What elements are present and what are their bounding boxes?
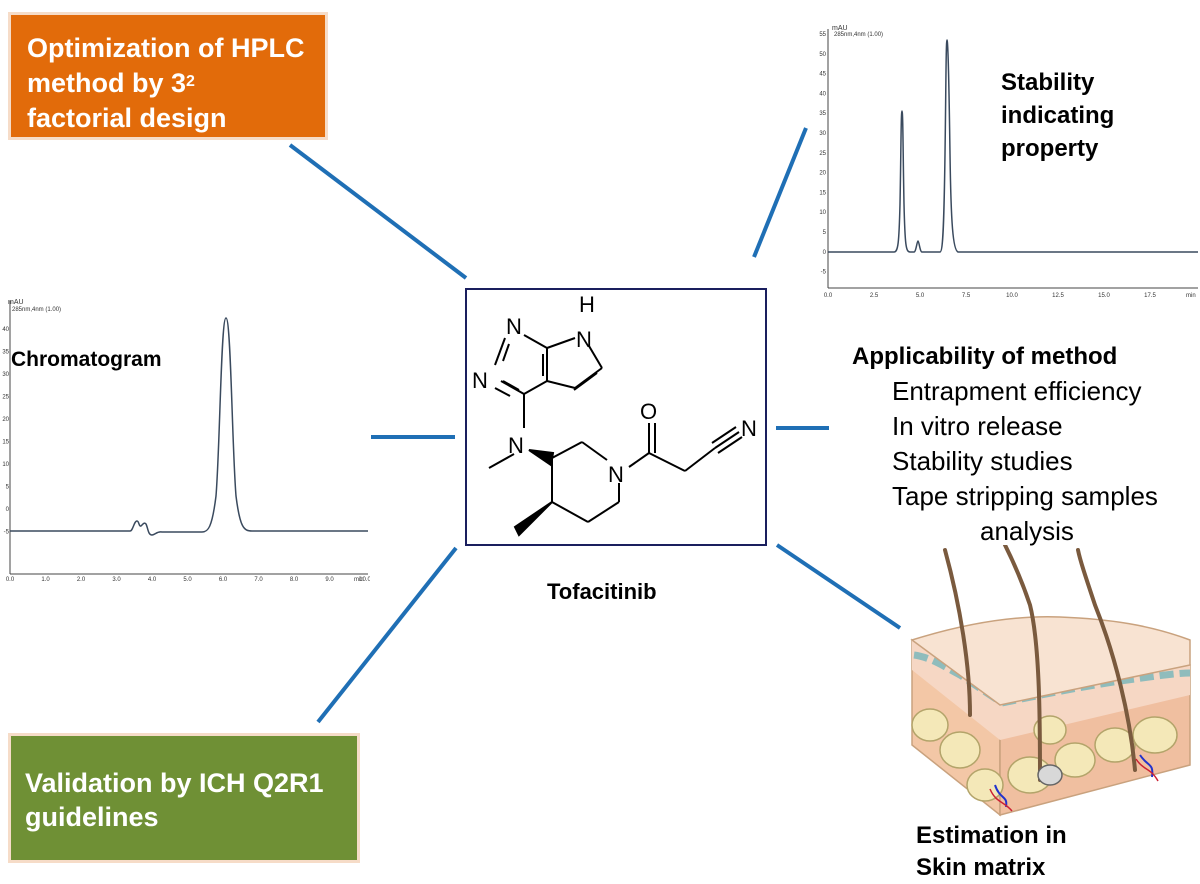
tick-label: 3.0 <box>112 577 121 583</box>
chromatogram-right-x-ticks: 0.0 2.5 5.0 7.5 10.0 12.5 15.0 17.5 <box>824 293 1157 299</box>
tick-label: 15.0 <box>1098 293 1110 299</box>
tick-label: 0 <box>823 250 827 256</box>
connector-validation <box>316 546 458 724</box>
connector-skin <box>775 543 902 630</box>
tick-label: 1.0 <box>41 577 50 583</box>
stability-line1: Stability <box>1001 69 1095 96</box>
chromatogram-right-detector: 285nm,4nm (1.00) <box>834 32 883 38</box>
atom-n-top: N <box>506 314 522 339</box>
skin-illustration <box>910 545 1191 817</box>
validation-line2: guidelines <box>25 802 159 832</box>
tick-label: 0.0 <box>6 577 15 583</box>
tick-label: 2.0 <box>77 577 86 583</box>
optimization-line3: factorial design <box>27 103 227 133</box>
tick-label: 15 <box>2 440 9 446</box>
tick-label: 17.5 <box>1144 293 1156 299</box>
atom-h: H <box>579 292 595 317</box>
x-unit-label: min <box>1186 293 1196 299</box>
tick-label: 10 <box>2 462 9 468</box>
applicability-block: Applicability of method Entrapment effic… <box>852 340 1197 549</box>
validation-box: Validation by ICH Q2R1 guidelines <box>8 733 360 863</box>
atom-n-pyrrole: N <box>576 327 592 352</box>
tick-label: 35 <box>2 350 9 356</box>
tick-label: 10 <box>819 210 826 216</box>
tick-label: 5 <box>6 485 10 491</box>
tick-label: 20 <box>819 171 826 177</box>
chromatogram-left-unit: mAU <box>8 299 24 306</box>
chromatogram-left-trace <box>10 317 368 536</box>
tick-label: 45 <box>819 72 826 78</box>
applicability-item: In vitro release <box>892 411 1063 441</box>
atom-n-nitrile: N <box>741 416 757 441</box>
tofacitinib-structure: H N N N N N O N <box>472 292 757 537</box>
tick-label: 5.0 <box>916 293 925 299</box>
applicability-item: Tape stripping samples <box>892 481 1158 511</box>
tick-label: 2.5 <box>870 293 879 299</box>
tick-label: 0.0 <box>824 293 833 299</box>
chromatogram-label: Chromatogram <box>11 348 162 371</box>
tick-label: 35 <box>819 111 826 117</box>
tick-label: 10.0 <box>359 577 370 583</box>
optimization-superscript: 2 <box>186 73 195 90</box>
tick-label: 30 <box>2 372 9 378</box>
optimization-line1: Optimization of HPLC <box>27 33 305 63</box>
chromatogram-right-trace <box>828 39 1198 253</box>
applicability-title: Applicability of method <box>852 343 1118 370</box>
applicability-item: analysis <box>980 516 1074 546</box>
atom-n-ring: N <box>608 462 624 487</box>
connector-stability <box>752 127 808 258</box>
atom-n-left: N <box>472 368 488 393</box>
tick-label: 8.0 <box>290 577 299 583</box>
tick-label: 4.0 <box>148 577 157 583</box>
molecule-box: H N N N N N O N <box>465 288 767 546</box>
tick-label: 55 <box>819 32 826 38</box>
tick-label: 0 <box>6 507 10 513</box>
tick-label: 30 <box>819 131 826 137</box>
chromatogram-left-x-ticks: 0.0 1.0 2.0 3.0 4.0 5.0 6.0 7.0 8.0 9.0 10.0 <box>6 577 370 583</box>
tick-label: 5 <box>823 230 827 236</box>
tick-label: 40 <box>819 91 826 97</box>
optimization-box: Optimization of HPLC method by 32 factor… <box>8 12 328 140</box>
connector-optimization <box>288 143 468 280</box>
atom-n-amine: N <box>508 433 524 458</box>
tick-label: -5 <box>4 530 10 536</box>
skin-line2: Skin matrix <box>916 854 1046 881</box>
chromatogram-left-detector: 285nm,4nm (1.00) <box>12 307 61 313</box>
skin-label: Estimation in Skin matrix <box>916 820 1067 884</box>
x-unit-label: min <box>354 577 364 583</box>
tick-label: 6.0 <box>219 577 228 583</box>
stability-line3: property <box>1001 135 1099 162</box>
validation-line1: Validation by ICH Q2R1 <box>25 768 324 798</box>
tick-label: 7.5 <box>962 293 971 299</box>
tick-label: 15 <box>819 190 826 196</box>
tick-label: 25 <box>819 151 826 157</box>
compound-name: Tofacitinib <box>547 579 657 604</box>
applicability-item: Entrapment efficiency <box>892 376 1142 406</box>
tick-label: 12.5 <box>1052 293 1064 299</box>
tick-label: 7.0 <box>254 577 263 583</box>
tick-label: 5.0 <box>183 577 192 583</box>
stability-line2: indicating <box>1001 102 1115 129</box>
chromatogram-right: mAU 285nm,4nm (1.00) 5550454035302520151… <box>819 25 1198 299</box>
tick-label: 40 <box>2 327 9 333</box>
tick-label: 10.0 <box>1006 293 1018 299</box>
tick-label: -5 <box>821 270 827 276</box>
chromatogram-right-unit: mAU <box>832 25 848 32</box>
tick-label: 20 <box>2 417 9 423</box>
tick-label: 50 <box>819 52 826 58</box>
optimization-line2: method by 32 <box>27 68 195 98</box>
tick-label: 9.0 <box>325 577 334 583</box>
chromatogram-left: mAU 285nm,4nm (1.00) 4035302520151050-5 … <box>2 299 370 583</box>
stability-label: Stability indicating property <box>1001 66 1114 165</box>
applicability-item: Stability studies <box>892 446 1073 476</box>
chromatogram-left-y-ticks: 40 35 30 25 20 15 10 5 0 -5 <box>2 327 9 536</box>
skin-line1: Estimation in <box>916 822 1067 849</box>
atom-o: O <box>640 399 657 424</box>
tick-label: 25 <box>2 395 9 401</box>
